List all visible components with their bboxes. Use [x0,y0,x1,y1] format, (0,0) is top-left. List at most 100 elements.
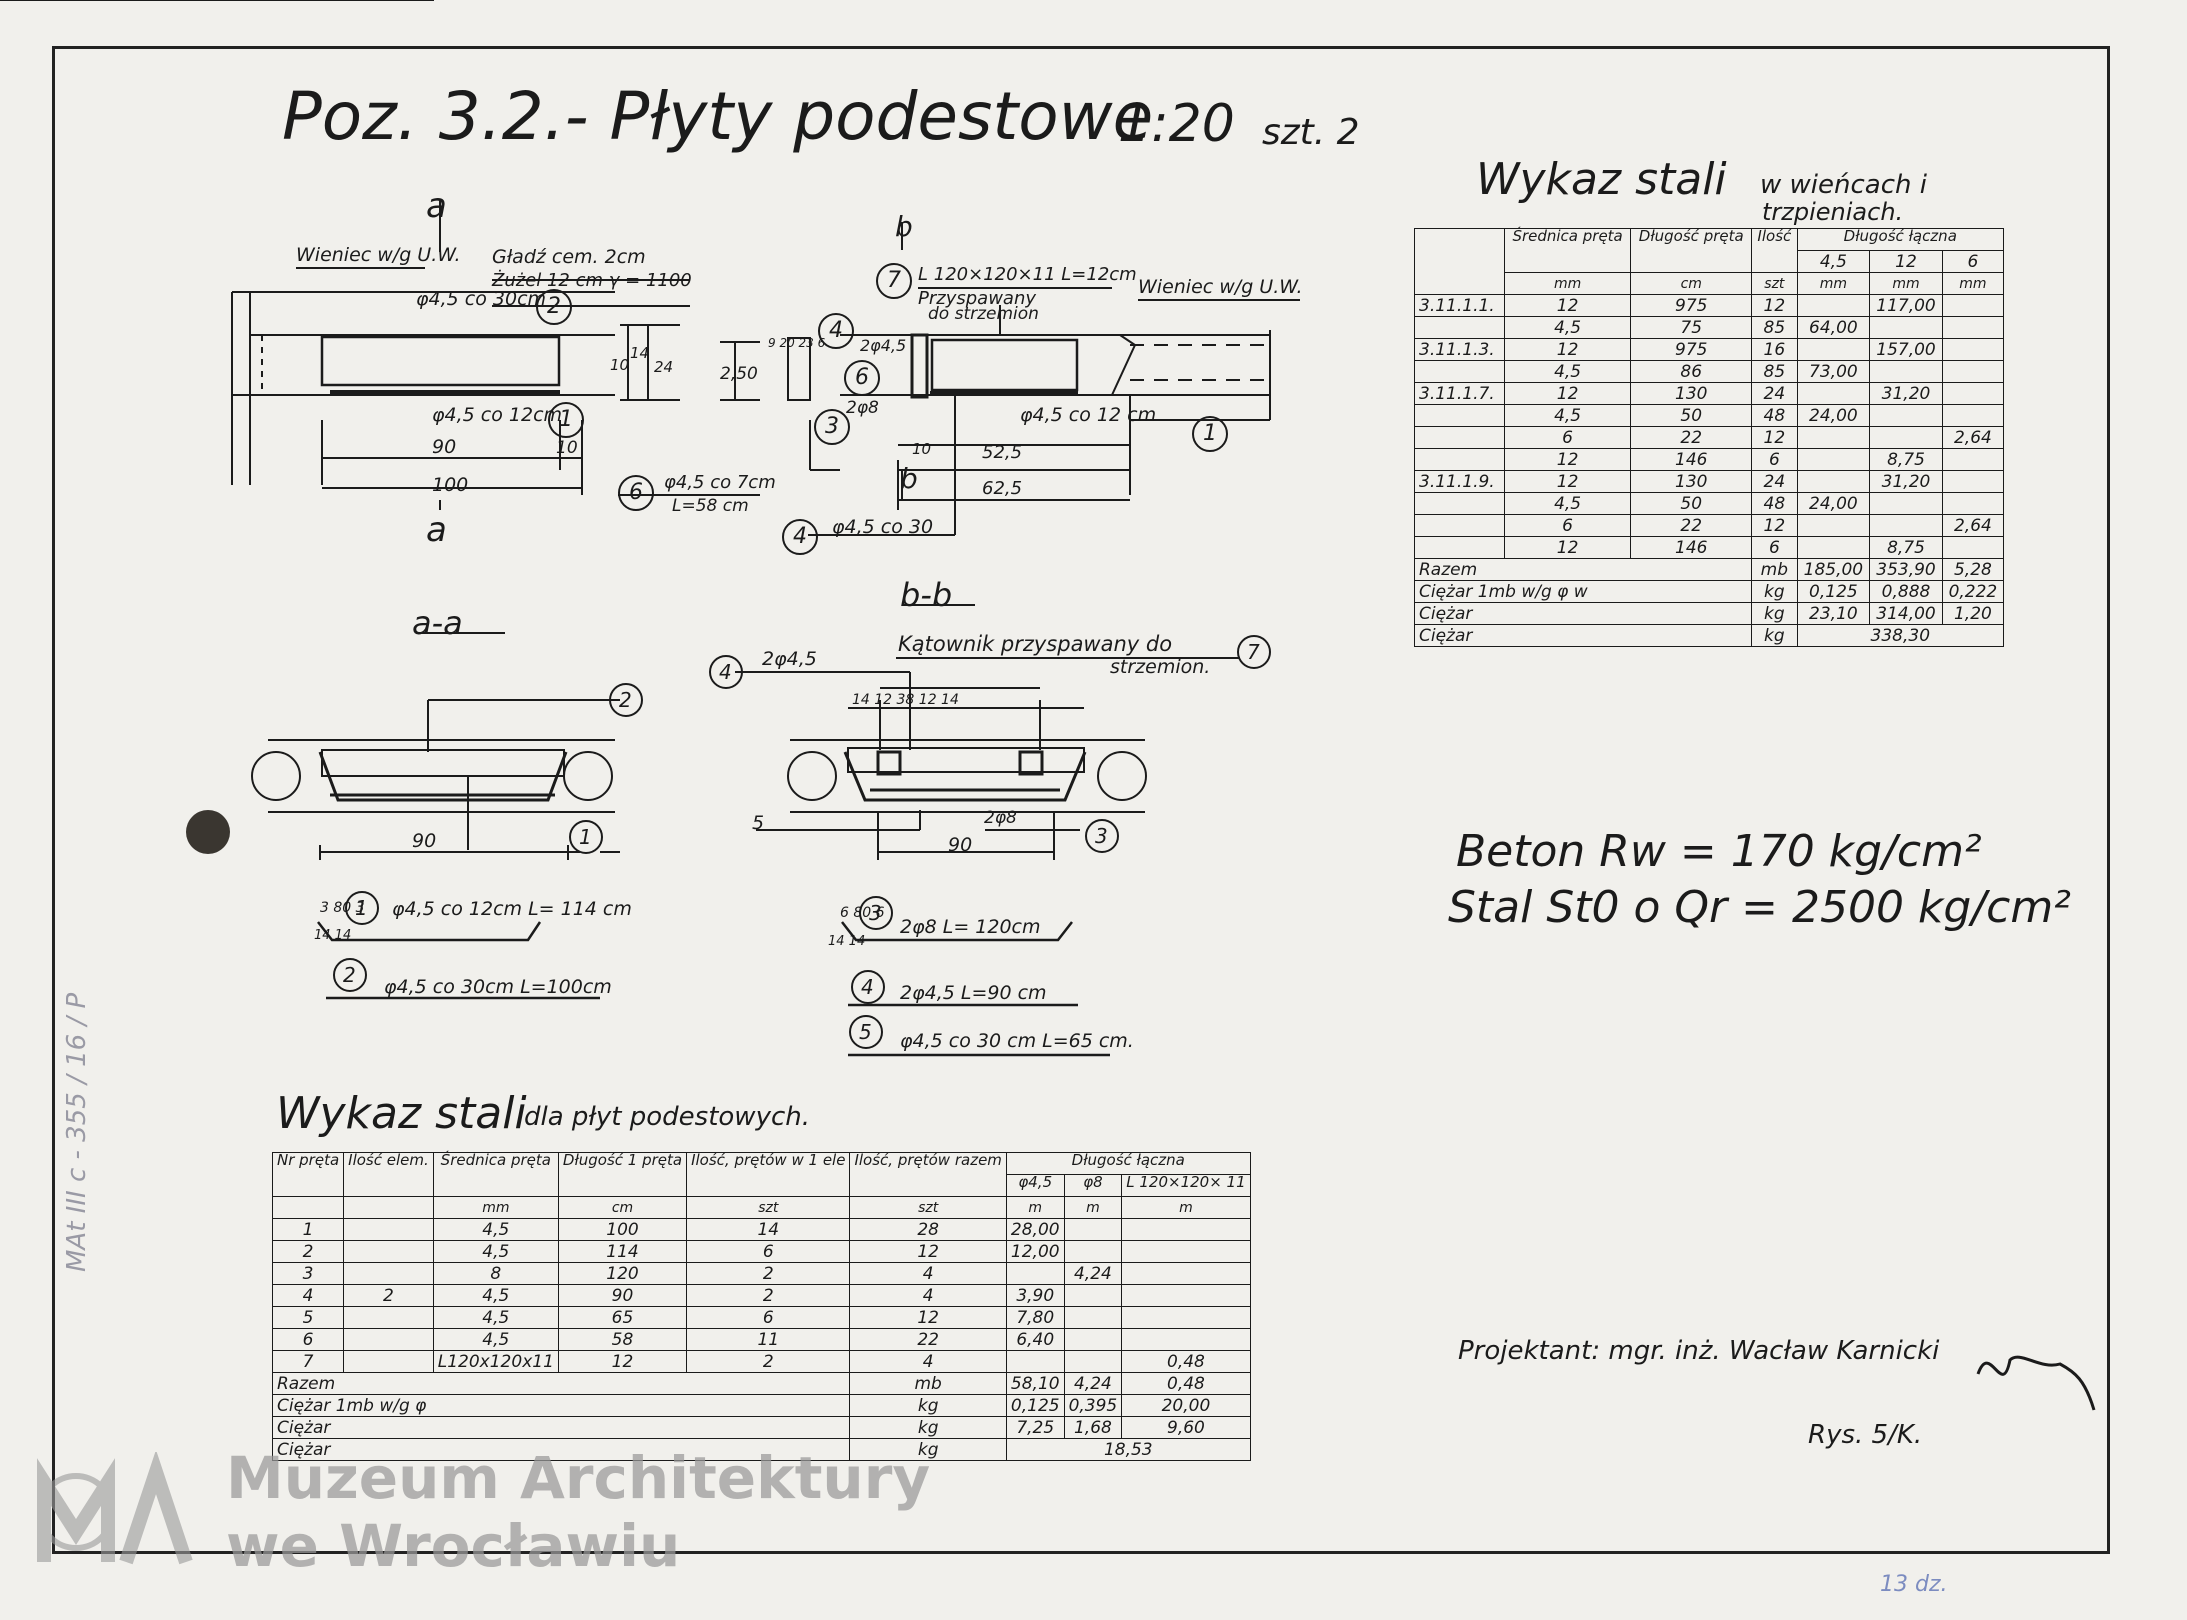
dim-10-vertical: 10 [610,356,630,374]
marker-4b: 4 [793,524,807,549]
row-length: 50 [1630,404,1753,427]
header-diameter: Średnica pręta [432,1152,559,1197]
total-c6: 0,222 [1941,580,2005,603]
total-c45: 58,10 [1005,1372,1065,1395]
row-length: 146 [1630,448,1753,471]
row-per-elem: 6 [686,1306,851,1329]
unit-cell: cm [557,1196,688,1219]
unit-cell: m [1063,1196,1123,1219]
row-total-bars: 22 [849,1328,1007,1351]
pencil-note: 13 dz. [1880,1572,1948,1597]
upper-table-subtitle-1: w wieńcach i [1760,170,1927,200]
row-nr: 5 [271,1306,345,1329]
row-length: 65 [557,1306,688,1329]
lower-table-title: Wykaz stali [276,1088,527,1139]
total-label: Ciężar [1413,602,1753,625]
marker-1: 1 [559,407,573,432]
row-length: 114 [557,1240,688,1263]
row-c45: 3,90 [1005,1284,1065,1307]
unit-cell: m [1005,1196,1065,1219]
row-length: 120 [557,1262,688,1285]
label-angle: L 120×120×11 L=12cm [918,264,1137,285]
section-title-a-a: a-a [412,604,463,642]
header-total-bars: Ilość, prętów razem [849,1152,1007,1197]
row-total-bars: 4 [849,1284,1007,1307]
row-c45: 28,00 [1005,1218,1065,1241]
marker-1b: 1 [1203,421,1217,446]
row-c12: 31,20 [1869,382,1943,405]
marker-bend-1: 1 [355,896,368,920]
row-c45: 24,00 [1796,404,1871,427]
label-bar4: φ4,5 co 30 [832,516,934,538]
marker-7: 7 [887,268,901,293]
row-total-bars: 4 [849,1262,1007,1285]
section-title-b-b: b-b [900,576,953,614]
header-diameter: Średnica pręta [1503,228,1632,273]
dim-24-vertical: 24 [654,358,674,376]
header-total: Długość łączna [1796,228,2005,251]
label-wieniec-left: Wieniec w/g U.W. [296,244,461,266]
total-cl: 20,00 [1121,1394,1251,1417]
row-diameter: 8 [432,1262,559,1285]
row-c45: 64,00 [1796,316,1871,339]
row-length: 130 [1630,470,1753,493]
row-qty: 24 [1751,382,1798,405]
marker-bend-5: 5 [859,1020,872,1044]
label-bar2: φ4,5 co 30cm [416,288,547,310]
unit-cell [343,1196,434,1219]
upper-table-title: Wykaz stali [1476,154,1727,205]
designer-note: Projektant: mgr. inż. Wacław Karnicki [1458,1336,1940,1366]
unit-cell: cm [1630,272,1753,295]
unit-cell: m [1121,1196,1251,1219]
row-length: 12 [557,1350,688,1373]
watermark-line-2: we Wrocławiu [226,1512,681,1580]
row-c45 [1005,1350,1065,1373]
row-c8 [1063,1328,1123,1351]
header-nr: Nr pręta [271,1152,345,1197]
marker-bb-3: 3 [1095,824,1108,848]
marker-aa-1: 1 [579,825,592,849]
bend-bar1-label: φ4,5 co 12cm L= 114 cm [392,898,632,920]
label-zuzel: Żużel 12 cm γ = 1100 [492,270,692,291]
total-c45: 0,125 [1796,580,1871,603]
row-elem [343,1240,434,1263]
drawing-scale: 1:20 [1118,94,1235,154]
label-bar1-right: φ4,5 co 12 cm [1020,404,1157,426]
row-c8 [1063,1306,1123,1329]
unit-cell: szt [1751,272,1798,295]
row-elem [343,1328,434,1351]
row-c45: 7,80 [1005,1306,1065,1329]
dim-10-b: 10 [912,440,932,458]
row-qty: 85 [1751,316,1798,339]
label-katownik-2: strzemion. [1110,656,1211,678]
row-c45: 6,40 [1005,1328,1065,1351]
row-nr: 6 [271,1328,345,1351]
dim-stirrup: 9 20 23 6 [768,336,826,350]
total-label: Razem [271,1372,851,1395]
row-cl [1121,1328,1251,1351]
row-length: 100 [557,1218,688,1241]
total-c8: 0,395 [1063,1394,1123,1417]
row-diameter: 4,5 [432,1218,559,1241]
row-c8 [1063,1240,1123,1263]
total-unit: kg [1751,624,1798,647]
row-total-bars: 12 [849,1306,1007,1329]
row-qty: 85 [1751,360,1798,383]
total-cl: 0,48 [1121,1372,1251,1395]
bend-bar5-label: φ4,5 co 30 cm L=65 cm. [900,1030,1134,1052]
total-label: Razem [1413,558,1753,581]
row-qty: 48 [1751,492,1798,515]
header-elem: Ilość elem. [343,1152,434,1197]
row-c8: 4,24 [1063,1262,1123,1285]
